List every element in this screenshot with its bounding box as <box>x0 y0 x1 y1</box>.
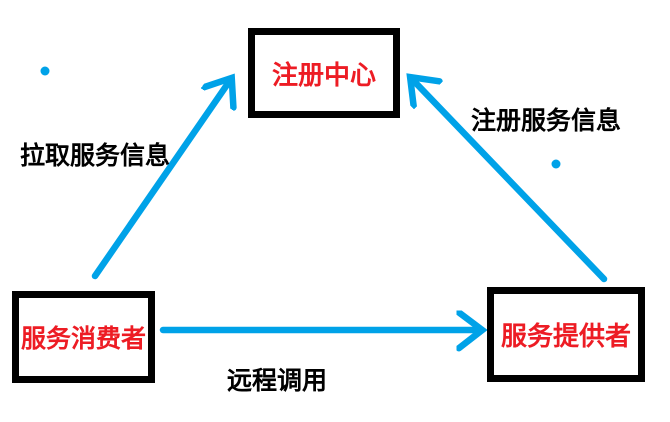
arrow-provider-to-registry <box>411 78 608 283</box>
node-consumer-label: 服务消费者 <box>20 325 146 353</box>
edge-label-register-service-info: 注册服务信息 <box>471 107 622 135</box>
node-registry-label: 注册中心 <box>271 59 376 90</box>
ink-dot-top-left <box>40 66 50 76</box>
node-registry: 注册中心 <box>248 28 400 118</box>
arrow-consumer-to-registry <box>91 79 231 280</box>
node-provider-label: 服务提供者 <box>500 321 631 351</box>
edge-label-remote-invoke: 远程调用 <box>227 367 328 395</box>
edge-label-pull-service-info: 拉取服务信息 <box>20 142 171 170</box>
node-provider: 服务提供者 <box>487 287 645 382</box>
ink-dot-right <box>551 159 561 169</box>
node-consumer: 服务消费者 <box>12 291 155 383</box>
